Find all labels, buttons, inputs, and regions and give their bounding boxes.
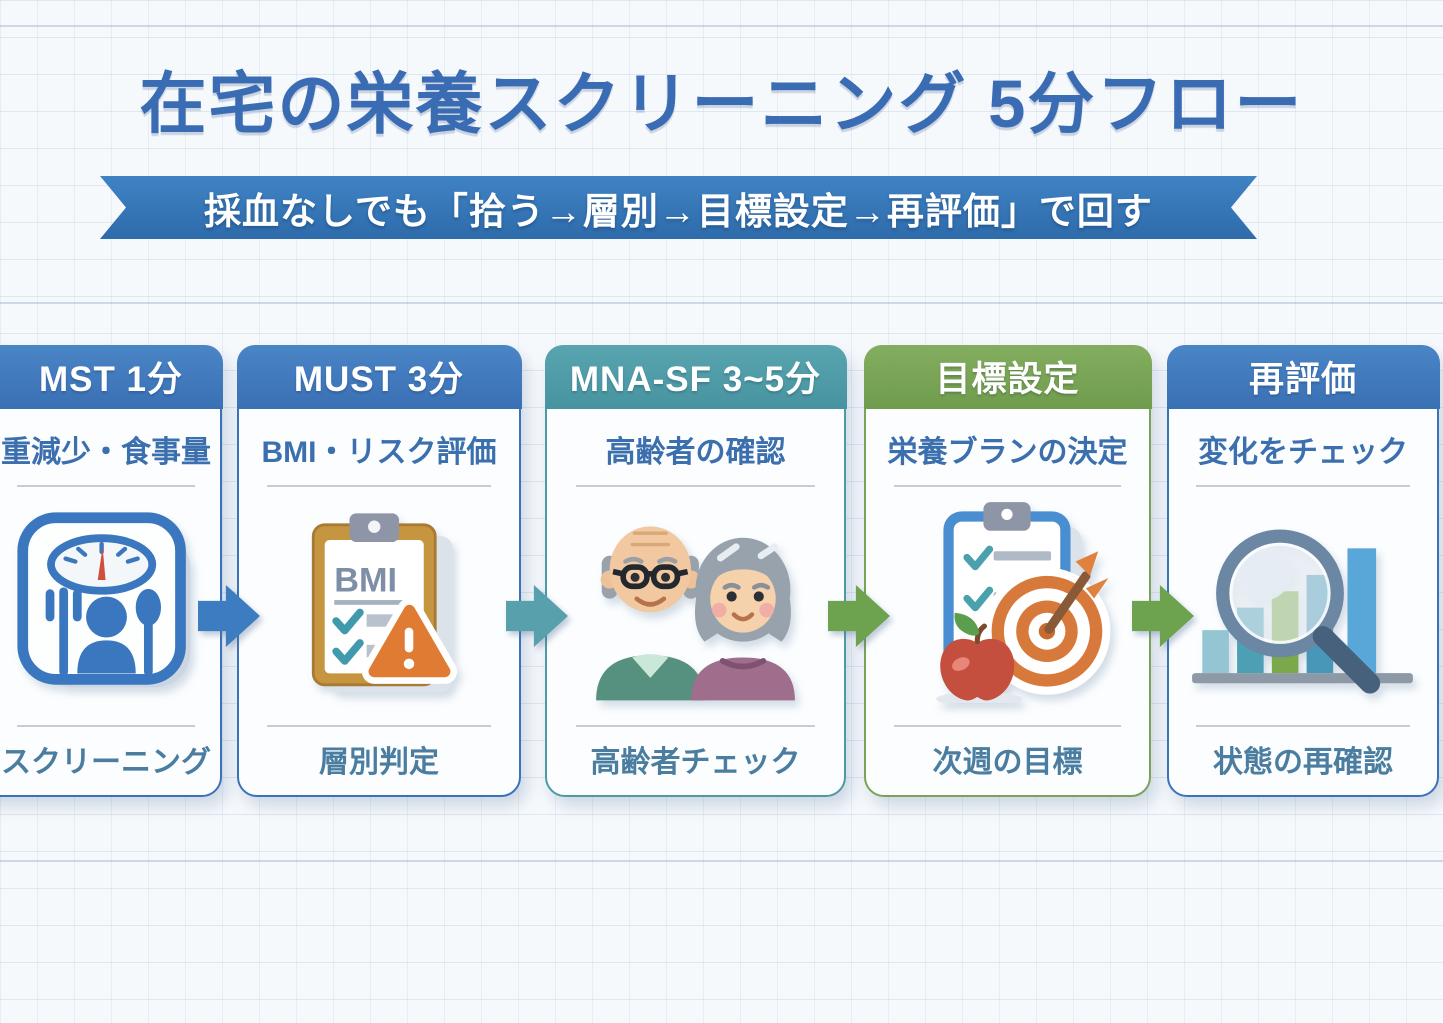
card-must-caption: 層別判定 <box>319 746 439 779</box>
weight-scale-icon <box>16 512 190 688</box>
card-goal-title: 目標設定 <box>935 360 1080 399</box>
flow-arrow-right-icon <box>198 583 260 649</box>
grid-line <box>0 25 1443 27</box>
plan-target-apple-icon <box>876 491 1139 712</box>
card-reassess: 再評価 変化をチェック 状態の再確認 <box>1166 344 1440 797</box>
card-goal-caption: 次週の目標 <box>932 746 1083 779</box>
card-goal-subtitle: 栄養ブランの決定 <box>887 435 1128 469</box>
divider <box>16 725 196 727</box>
card-mst-title: MST 1分 <box>38 360 184 399</box>
divider <box>576 725 815 727</box>
card-goal: 目標設定 栄養ブランの決定 <box>863 344 1152 797</box>
card-reassess-caption: 状態の再確認 <box>1213 746 1393 779</box>
ribbon-text: 採血なしでも「拾う→層別→目標設定→再評価」で回す <box>204 190 1153 232</box>
divider <box>894 484 1121 487</box>
divider <box>576 484 815 487</box>
bmi-clipboard-warning-icon: BMI <box>311 513 458 693</box>
card-reassess-subtitle: 変化をチェック <box>1198 435 1408 469</box>
card-reassess-title: 再評価 <box>1248 360 1357 399</box>
divider <box>267 484 491 487</box>
bmi-label: BMI <box>334 561 397 599</box>
elderly-couple-icon <box>557 491 834 712</box>
card-must-title: MUST 3分 <box>293 360 465 399</box>
plan-target-apple-icon <box>935 502 1110 704</box>
card-mst-header: MST 1分 <box>0 344 223 409</box>
flow-arrow-right-icon <box>506 583 568 649</box>
bmi-clipboard-warning-icon: BMI <box>249 491 509 712</box>
magnifier-bar-chart-icon <box>1192 529 1413 694</box>
card-mna-sf: MNA-SF 3~5分 高齢者の確認 <box>544 344 847 797</box>
divider <box>894 725 1121 727</box>
card-mst: MST 1分 重減少・食事量 <box>0 344 223 797</box>
divider <box>1196 484 1410 487</box>
grid-line <box>0 860 1443 862</box>
divider <box>1196 725 1410 727</box>
divider <box>267 725 491 727</box>
card-goal-header: 目標設定 <box>863 344 1152 409</box>
card-must-header: MUST 3分 <box>236 344 522 409</box>
subtitle-ribbon: 採血なしでも「拾う→層別→目標設定→再評価」で回す <box>100 176 1257 239</box>
flow-arrow-right-icon <box>1132 583 1194 649</box>
card-reassess-header: 再評価 <box>1166 344 1440 409</box>
card-mna-sf-header: MNA-SF 3~5分 <box>544 344 847 409</box>
card-must: MUST 3分 BMI・リスク評価 BMI <box>236 344 522 797</box>
weight-scale-icon <box>2 491 210 712</box>
card-must-subtitle: BMI・リスク評価 <box>261 435 497 469</box>
magnifier-bar-chart-icon <box>1179 491 1427 712</box>
grid-line <box>0 302 1443 304</box>
card-mna-sf-subtitle: 高齢者の確認 <box>605 435 786 469</box>
card-mna-sf-caption: 高齢者チェック <box>590 746 801 779</box>
page-title: 在宅の栄養スクリーニング 5分フロー <box>139 67 1304 142</box>
elderly-couple-icon <box>596 526 795 701</box>
divider <box>16 484 196 487</box>
card-mst-caption: スクリーニング <box>1 746 211 779</box>
flow-arrow-right-icon <box>828 583 890 649</box>
card-mna-sf-title: MNA-SF 3~5分 <box>569 360 822 399</box>
card-mst-subtitle: 重減少・食事量 <box>1 435 211 469</box>
